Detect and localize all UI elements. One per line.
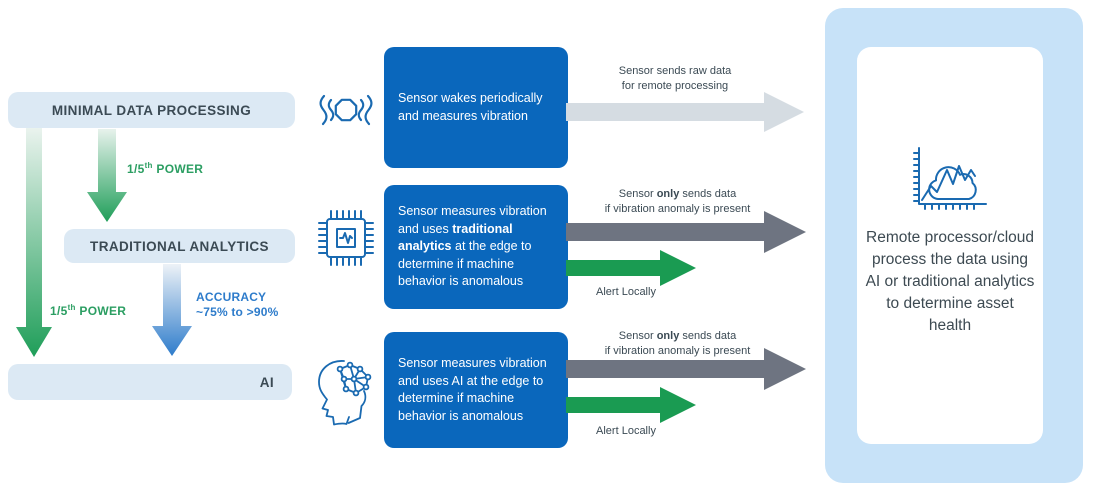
- accuracy-label: ACCURACY ~75% to >90%: [196, 290, 279, 319]
- ai-label: AI: [259, 374, 274, 390]
- minimal-data-processing-label: MINIMAL DATA PROCESSING: [51, 102, 252, 118]
- alert-locally-label-traditional: Alert Locally: [596, 286, 656, 298]
- sensor-box-traditional-text: Sensor measures vibration and uses tradi…: [398, 204, 547, 289]
- accuracy-arrow-icon: [152, 264, 192, 356]
- raw-data-arrow-label: Sensor sends raw data for remote process…: [618, 65, 732, 93]
- anomaly-data-arrow-label-ai: Sensor only sends data if vibration anom…: [604, 330, 751, 358]
- anomaly-data-arrow-label-traditional: Sensor only sends data if vibration anom…: [604, 188, 751, 216]
- remote-processor-card: Remote processor/cloud process the data …: [857, 47, 1043, 444]
- remote-processor-text: Remote processor/cloud process the data …: [865, 229, 1035, 334]
- power-label-left: 1/5th POWER: [50, 303, 127, 318]
- edge-chip-icon: [318, 210, 374, 266]
- raw-data-arrow-icon: [566, 92, 804, 132]
- alert-locally-label-ai: Alert Locally: [596, 425, 656, 437]
- vibration-icon: [319, 94, 373, 126]
- sensor-box-ai: Sensor measures vibration and uses AI at…: [384, 332, 568, 448]
- remote-processor-panel: Remote processor/cloud process the data …: [825, 8, 1083, 483]
- sensor-box-raw: Sensor wakes periodically and measures v…: [384, 47, 568, 168]
- anomaly-data-arrow-icon-traditional: [566, 211, 806, 253]
- sensor-box-traditional: Sensor measures vibration and uses tradi…: [384, 185, 568, 309]
- cloud-analytics-icon: [913, 147, 987, 210]
- power-arrow-short-icon: [87, 129, 127, 222]
- sensor-box-ai-text: Sensor measures vibration and uses AI at…: [398, 356, 547, 423]
- power-arrow-tall-icon: [16, 128, 52, 357]
- traditional-analytics-label: TRADITIONAL ANALYTICS: [90, 238, 269, 254]
- ai-head-icon: [318, 360, 372, 426]
- sensor-box-raw-text: Sensor wakes periodically and measures v…: [398, 91, 543, 123]
- power-label-top: 1/5th POWER: [127, 161, 204, 176]
- ai-box: AI: [8, 364, 292, 400]
- traditional-analytics-box: TRADITIONAL ANALYTICS: [64, 229, 295, 263]
- minimal-data-processing-box: MINIMAL DATA PROCESSING: [8, 92, 295, 128]
- alert-locally-arrow-icon-traditional: [566, 250, 696, 286]
- alert-locally-arrow-icon-ai: [566, 387, 696, 423]
- anomaly-data-arrow-icon-ai: [566, 348, 806, 390]
